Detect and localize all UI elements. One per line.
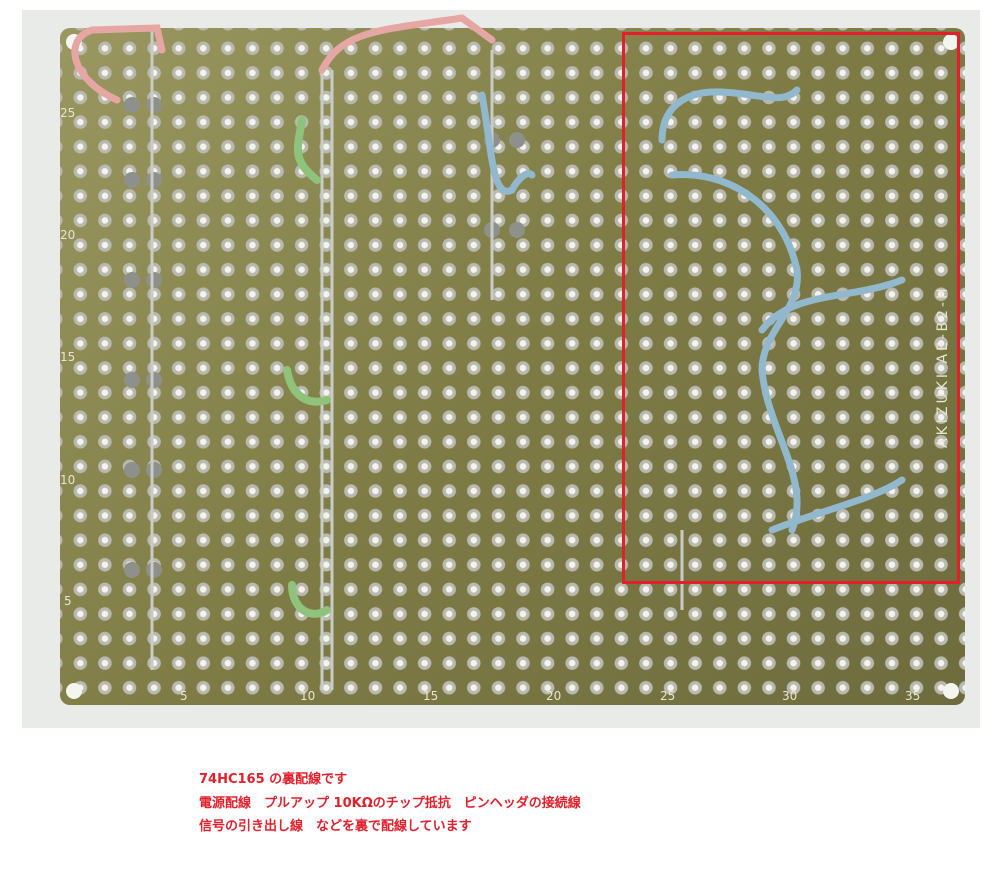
- caption-line: 電源配線 プルアップ 10KΩのチップ抵抗 ピンヘッダの接続線: [199, 795, 581, 811]
- bare-wires: [150, 30, 684, 690]
- caption-line: 信号の引き出し線 などを裏で配線しています: [199, 819, 472, 834]
- column-label: 15: [423, 689, 439, 703]
- solder-joints: [124, 97, 525, 578]
- column-label: 35: [905, 689, 921, 703]
- column-label: 10: [300, 689, 316, 703]
- row-label: 20: [60, 228, 76, 242]
- column-label: 30: [782, 689, 798, 703]
- green-wires: [283, 116, 331, 618]
- caption-line: 74HC165 の裏配線です: [199, 772, 348, 787]
- pink-wires: [71, 14, 496, 104]
- mount-hole: [943, 683, 959, 699]
- caption: 74HC165 の裏配線です 電源配線 プルアップ 10KΩのチップ抵抗 ピンヘ…: [199, 768, 581, 839]
- row-label: 15: [60, 350, 76, 364]
- column-label: 5: [180, 689, 188, 703]
- blue-wires: [478, 86, 906, 534]
- highlight-box: [622, 32, 960, 584]
- column-label: 20: [546, 689, 562, 703]
- mount-hole: [66, 683, 82, 699]
- row-label: 10: [60, 473, 76, 487]
- row-label: 5: [64, 594, 72, 608]
- column-label: 25: [660, 689, 676, 703]
- mount-hole: [943, 34, 959, 50]
- wiring-overlay: [71, 14, 906, 690]
- pcb-photo: 5 10 15 20 25 30 35 25 20 15 10 5 AKIZUK…: [22, 10, 980, 728]
- row-label: 25: [60, 106, 76, 120]
